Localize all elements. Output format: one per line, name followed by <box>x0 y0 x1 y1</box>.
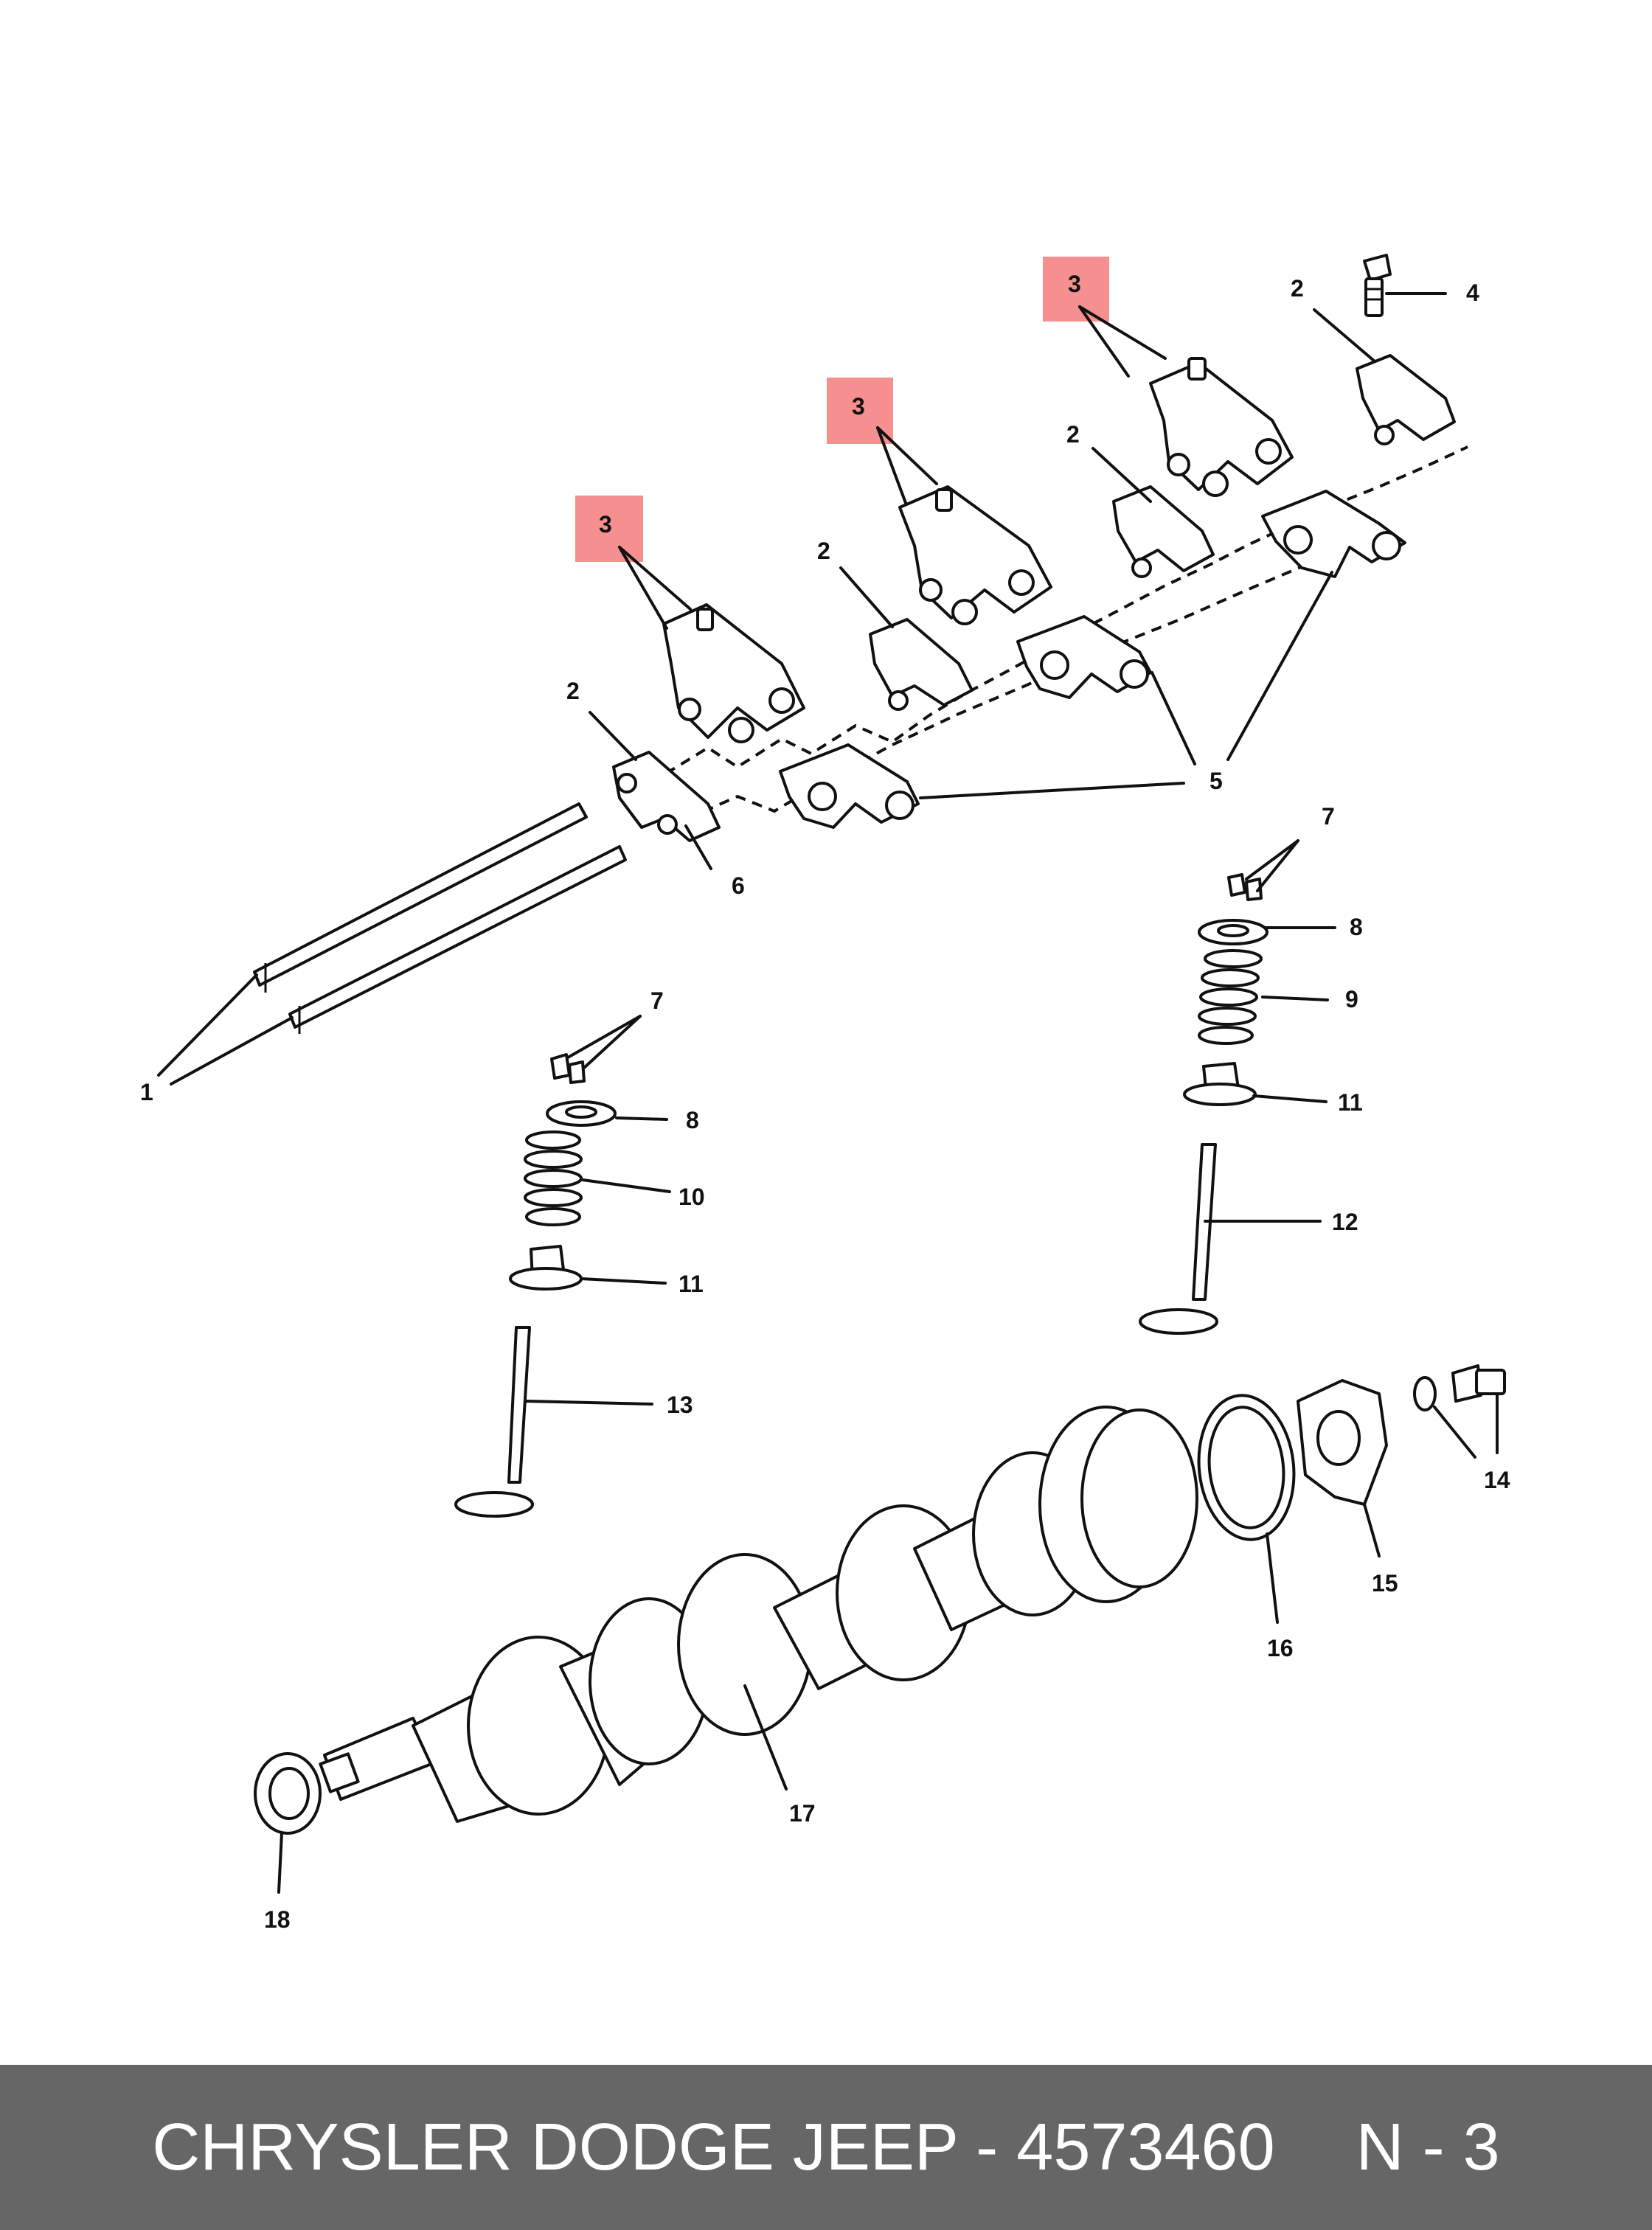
callout-7a: 7 <box>1322 803 1335 830</box>
callout-3a: 3 <box>1068 271 1081 297</box>
callout-16: 16 <box>1267 1635 1294 1661</box>
footer-page-number: N - 3 <box>1356 2110 1500 2184</box>
callout-17: 17 <box>789 1800 816 1827</box>
callout-15: 15 <box>1372 1570 1398 1597</box>
gaskets-and-bolt-14 <box>1197 1364 1506 1541</box>
callout-2c: 2 <box>817 538 830 564</box>
callout-11b: 11 <box>678 1271 704 1297</box>
push-rods <box>157 802 627 1086</box>
highlight-boxes <box>575 257 1109 562</box>
footer-title: CHRYSLER DODGE JEEP - 4573460 <box>152 2110 1275 2184</box>
callout-2d: 2 <box>566 678 580 704</box>
bolt-4 <box>1363 254 1392 317</box>
leader-lines <box>277 292 1499 1894</box>
callout-13: 13 <box>667 1392 693 1418</box>
valve-set-right <box>1139 873 1268 1335</box>
callout-2a: 2 <box>1291 275 1304 302</box>
callout-12: 12 <box>1332 1209 1358 1235</box>
callout-8b: 8 <box>686 1107 699 1133</box>
camshaft <box>254 1406 1198 1835</box>
callout-10: 10 <box>678 1184 705 1210</box>
rocker-arm-group-2 <box>898 485 1052 625</box>
rocker-brackets <box>612 354 1456 842</box>
callout-18: 18 <box>264 1906 291 1933</box>
callout-8a: 8 <box>1350 914 1363 940</box>
callout-14: 14 <box>1484 1467 1510 1493</box>
rocker-arm-group-1 <box>662 603 805 743</box>
callout-4: 4 <box>1466 279 1479 306</box>
exploded-parts-diagram: 1 2 2 2 2 3 3 3 4 5 6 7 7 8 8 9 10 11 11… <box>140 254 1510 1933</box>
callout-5: 5 <box>1210 768 1223 794</box>
callout-7b: 7 <box>650 987 664 1014</box>
callout-3c: 3 <box>599 511 612 538</box>
callout-6: 6 <box>732 872 745 899</box>
callout-2b: 2 <box>1066 421 1080 448</box>
callout-labels: 1 2 2 2 2 3 3 3 4 5 6 7 7 8 8 9 10 11 11… <box>140 271 1510 1933</box>
callout-3b: 3 <box>852 393 865 420</box>
rocker-arm-group-3 <box>1149 357 1294 497</box>
footer-bar: CHRYSLER DODGE JEEP - 4573460 N - 3 <box>0 2065 1652 2230</box>
callout-1: 1 <box>140 1079 153 1105</box>
callout-9: 9 <box>1345 986 1358 1012</box>
valve-set-left <box>454 1053 617 1518</box>
highlight-box-3c <box>575 496 643 562</box>
rocker-arms-5 <box>779 490 1406 829</box>
highlight-box-3a <box>1043 257 1109 322</box>
callout-11a: 11 <box>1338 1089 1363 1116</box>
